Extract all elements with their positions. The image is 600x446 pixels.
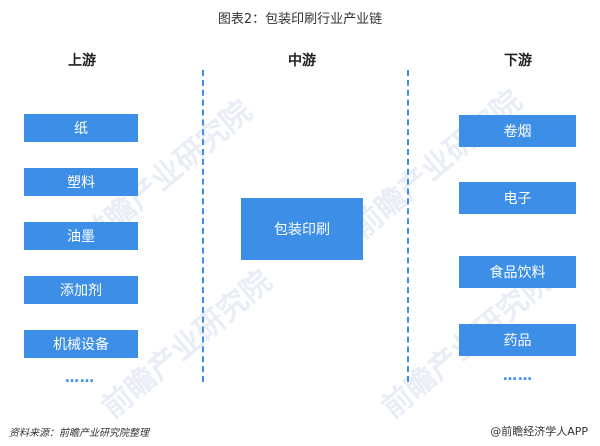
upstream-item-plastic: 塑料: [24, 168, 138, 196]
downstream-item-food-beverage: 食品饮料: [459, 256, 576, 288]
downstream-item-tobacco: 卷烟: [459, 115, 576, 147]
midstream-item-packaging-printing: 包装印刷: [241, 198, 363, 260]
midstream-heading: 中游: [288, 53, 316, 69]
downstream-item-medicine: 药品: [459, 324, 576, 356]
brand-note: @前瞻经济学人APP: [490, 425, 588, 438]
upstream-heading: 上游: [68, 53, 96, 69]
divider-right: [407, 70, 409, 382]
upstream-item-paper: 纸: [24, 114, 138, 142]
upstream-item-machinery: 机械设备: [24, 330, 138, 358]
upstream-item-ink: 油墨: [24, 222, 138, 250]
downstream-item-electronics: 电子: [459, 182, 576, 214]
downstream-ellipsis: ……: [503, 368, 533, 384]
watermark: 前瞻产业研究院: [345, 83, 529, 246]
upstream-item-additive: 添加剂: [24, 276, 138, 304]
upstream-ellipsis: ……: [65, 370, 95, 386]
source-note: 资料来源：前瞻产业研究院整理: [9, 428, 149, 439]
downstream-heading: 下游: [504, 53, 532, 69]
divider-left: [202, 70, 204, 382]
chart-title: 图表2：包装印刷行业产业链: [217, 12, 383, 27]
